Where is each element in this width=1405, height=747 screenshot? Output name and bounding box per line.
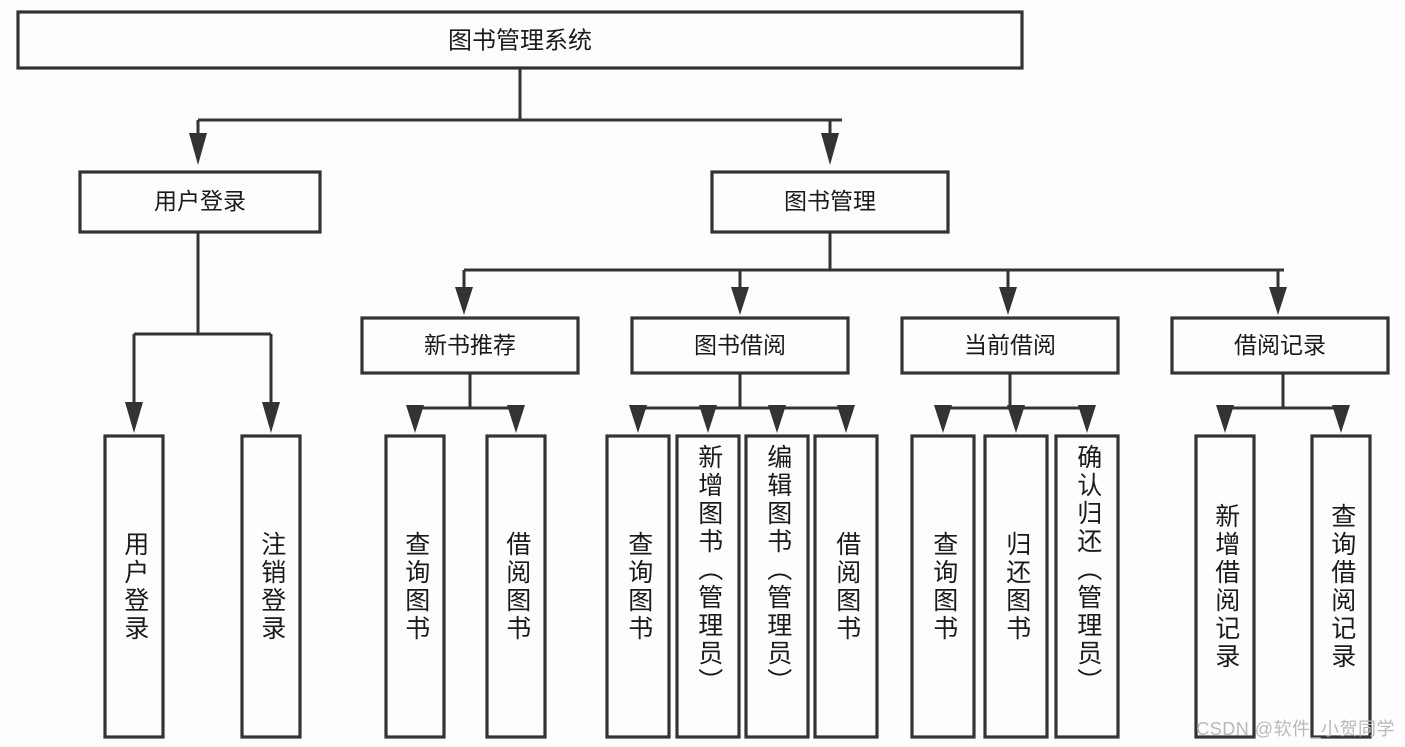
node-current-borrow[interactable]: 当前借阅 [900, 316, 1120, 375]
arrowhead-user-login [189, 133, 207, 165]
node-book-borrow[interactable]: 图书借阅 [630, 316, 850, 375]
leaf-edit-book-admin-box[interactable] [744, 434, 810, 739]
arrowhead-leaf-query-book-borrow [629, 405, 647, 433]
arrowhead-leaf-confirm-return-admin [1078, 405, 1096, 433]
node-book-borrow-label: 图书借阅 [694, 332, 786, 358]
leaf-boxes [103, 434, 1372, 739]
node-new-book-recommend[interactable]: 新书推荐 [360, 316, 580, 375]
node-book-manage-box [710, 170, 950, 234]
connector-group-borrow-record-to-leaves [1216, 373, 1350, 433]
connector-group-current-borrow-to-leaves [934, 373, 1096, 433]
node-user-login[interactable]: 用户登录 [78, 170, 322, 234]
node-user-login-label: 用户登录 [154, 188, 246, 214]
connector-group-root-to-level2 [189, 68, 842, 165]
leaf-add-book-admin-box[interactable] [675, 434, 741, 739]
leaf-borrow-book-box[interactable] [813, 434, 879, 739]
arrowhead-leaf-query-book-current [934, 405, 952, 433]
node-root[interactable]: 图书管理系统 [16, 10, 1024, 70]
node-book-borrow-box [630, 316, 850, 375]
node-borrow-record-box [1170, 316, 1390, 375]
node-borrow-record-label: 借阅记录 [1234, 332, 1326, 358]
node-root-box [16, 10, 1024, 70]
leaf-user-login-box[interactable] [103, 434, 165, 739]
leaf-query-book-borrow-box[interactable] [605, 434, 671, 739]
arrowhead-leaf-query-book-recommend [406, 405, 424, 433]
arrowhead-book-borrow [731, 287, 749, 315]
leaf-logout-box[interactable] [240, 434, 302, 739]
leaf-return-book-box[interactable] [983, 434, 1049, 739]
csdn-watermark: CSDN @软件_小贺同学 [1196, 719, 1395, 739]
node-current-borrow-label: 当前借阅 [964, 332, 1056, 358]
node-book-manage[interactable]: 图书管理 [710, 170, 950, 234]
arrowhead-leaf-borrow-book-recommend [507, 405, 525, 433]
arrowhead-new-book-recommend [455, 287, 473, 315]
arrowhead-leaf-return-book [1007, 405, 1025, 433]
leaf-query-book-current-box[interactable] [910, 434, 976, 739]
arrowhead-leaf-query-borrow-record [1332, 405, 1350, 433]
node-new-book-recommend-box [360, 316, 580, 375]
arrowhead-leaf-edit-book-admin [768, 405, 786, 433]
arrowhead-book-manage [821, 133, 839, 165]
node-borrow-record[interactable]: 借阅记录 [1170, 316, 1390, 375]
arrowhead-current-borrow [999, 287, 1017, 315]
arrowhead-borrow-record [1269, 287, 1287, 315]
node-root-label: 图书管理系统 [448, 27, 592, 54]
leaf-query-book-recommend-box[interactable] [384, 434, 446, 739]
arrowhead-leaf-borrow-book [837, 405, 855, 433]
leaf-borrow-book-recommend-box[interactable] [485, 434, 547, 739]
arrowhead-leaf-user-login [125, 402, 143, 433]
node-user-login-box [78, 170, 322, 234]
connector-group-book-manage-to-level3 [455, 232, 1287, 315]
node-new-book-recommend-label: 新书推荐 [424, 332, 516, 358]
connector-group-user-login-to-leaves [125, 232, 280, 433]
leaf-add-borrow-record-box[interactable] [1194, 434, 1256, 739]
arrowhead-leaf-add-book-admin [699, 405, 717, 433]
leaf-query-borrow-record-box[interactable] [1310, 434, 1372, 739]
node-current-borrow-box [900, 316, 1120, 375]
connector-group-new-book-recommend-to-leaves [406, 373, 525, 433]
arrowhead-leaf-add-borrow-record [1216, 405, 1234, 433]
connector-group-book-borrow-to-leaves [629, 373, 855, 433]
node-book-manage-label: 图书管理 [784, 188, 876, 214]
leaf-confirm-return-admin-box[interactable] [1054, 434, 1120, 739]
arrowhead-leaf-logout [262, 402, 280, 433]
